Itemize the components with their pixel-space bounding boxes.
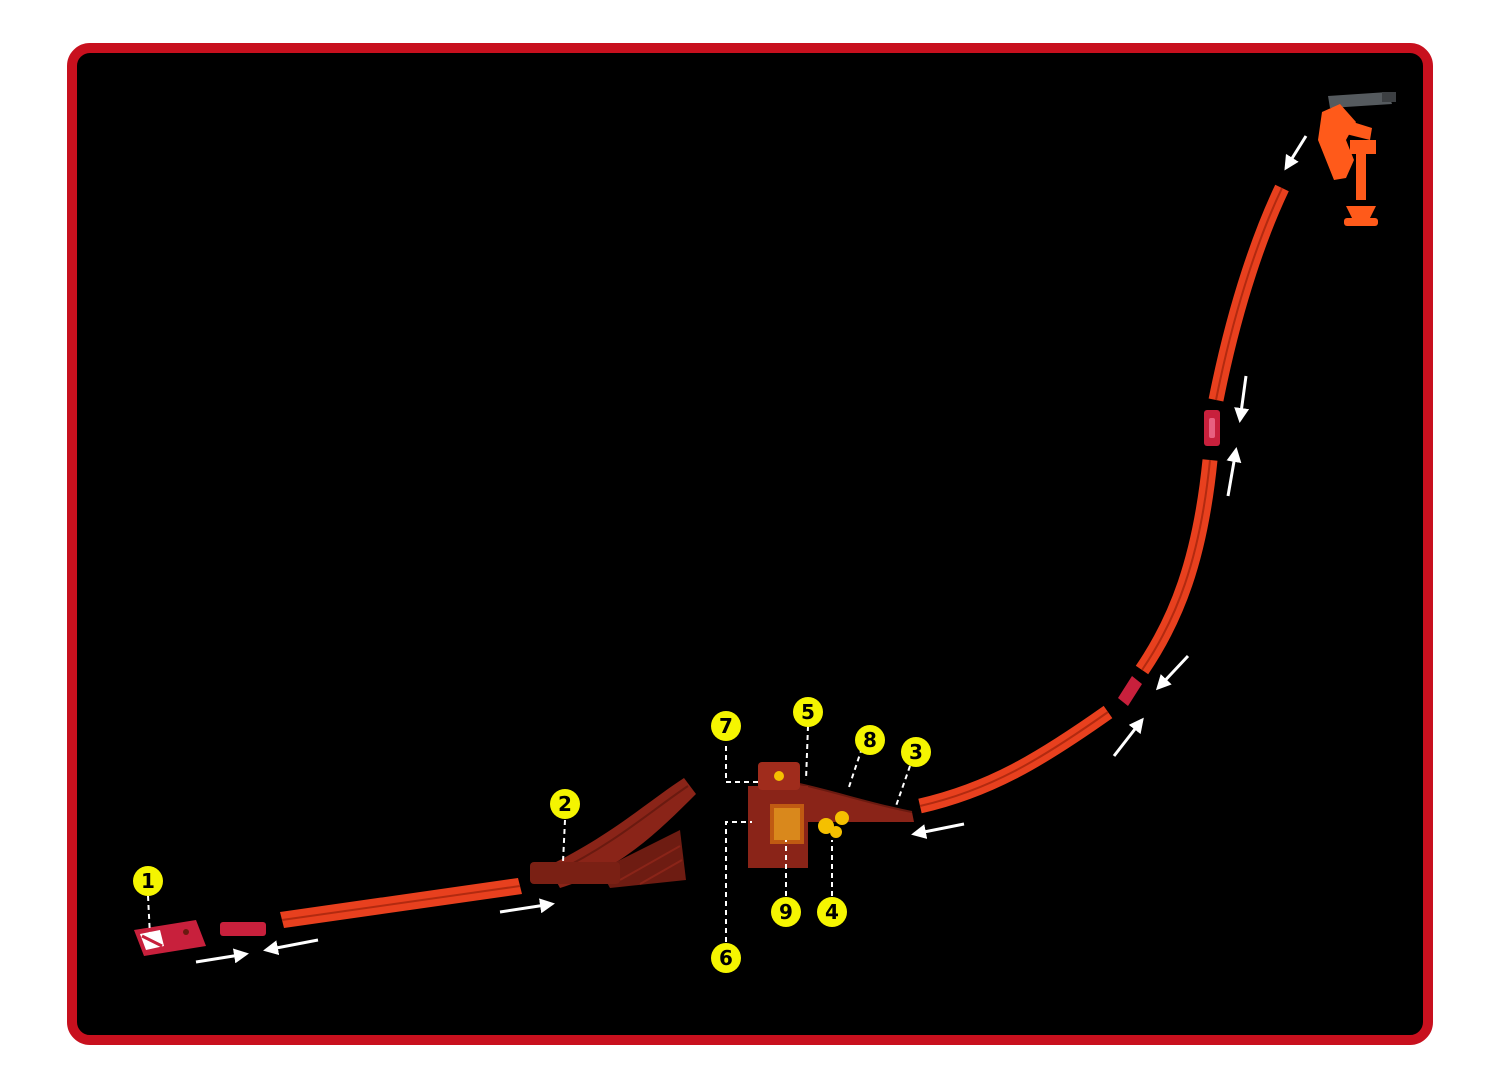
table-clamp bbox=[1318, 92, 1396, 226]
track-connector-lower bbox=[220, 922, 266, 936]
callout-3-label: 3 bbox=[909, 740, 923, 764]
callout-9: 9 bbox=[771, 897, 801, 927]
callout-2-label: 2 bbox=[558, 792, 572, 816]
callout-8: 8 bbox=[855, 725, 885, 755]
callout-2: 2 bbox=[550, 789, 580, 819]
callout-3: 3 bbox=[901, 737, 931, 767]
stunt-launcher bbox=[748, 762, 914, 868]
callout-leaders bbox=[147, 725, 911, 942]
jump-ramp bbox=[530, 778, 696, 888]
callout-1-label: 1 bbox=[141, 869, 155, 893]
callout-6-label: 6 bbox=[719, 946, 733, 970]
callout-9-label: 9 bbox=[779, 900, 793, 924]
callout-7-label: 7 bbox=[719, 714, 733, 738]
callout-5-label: 5 bbox=[801, 700, 815, 724]
diagram-frame bbox=[67, 43, 1433, 1045]
start-gate-base bbox=[134, 920, 206, 956]
callout-6: 6 bbox=[711, 943, 741, 973]
callout-4-label: 4 bbox=[825, 900, 839, 924]
callout-1: 1 bbox=[133, 866, 163, 896]
callout-5: 5 bbox=[793, 697, 823, 727]
callout-7: 7 bbox=[711, 711, 741, 741]
callout-8-label: 8 bbox=[863, 728, 877, 752]
track-connector-middle bbox=[1118, 676, 1142, 706]
callout-4: 4 bbox=[817, 897, 847, 927]
assembly-arrows bbox=[195, 135, 1308, 964]
